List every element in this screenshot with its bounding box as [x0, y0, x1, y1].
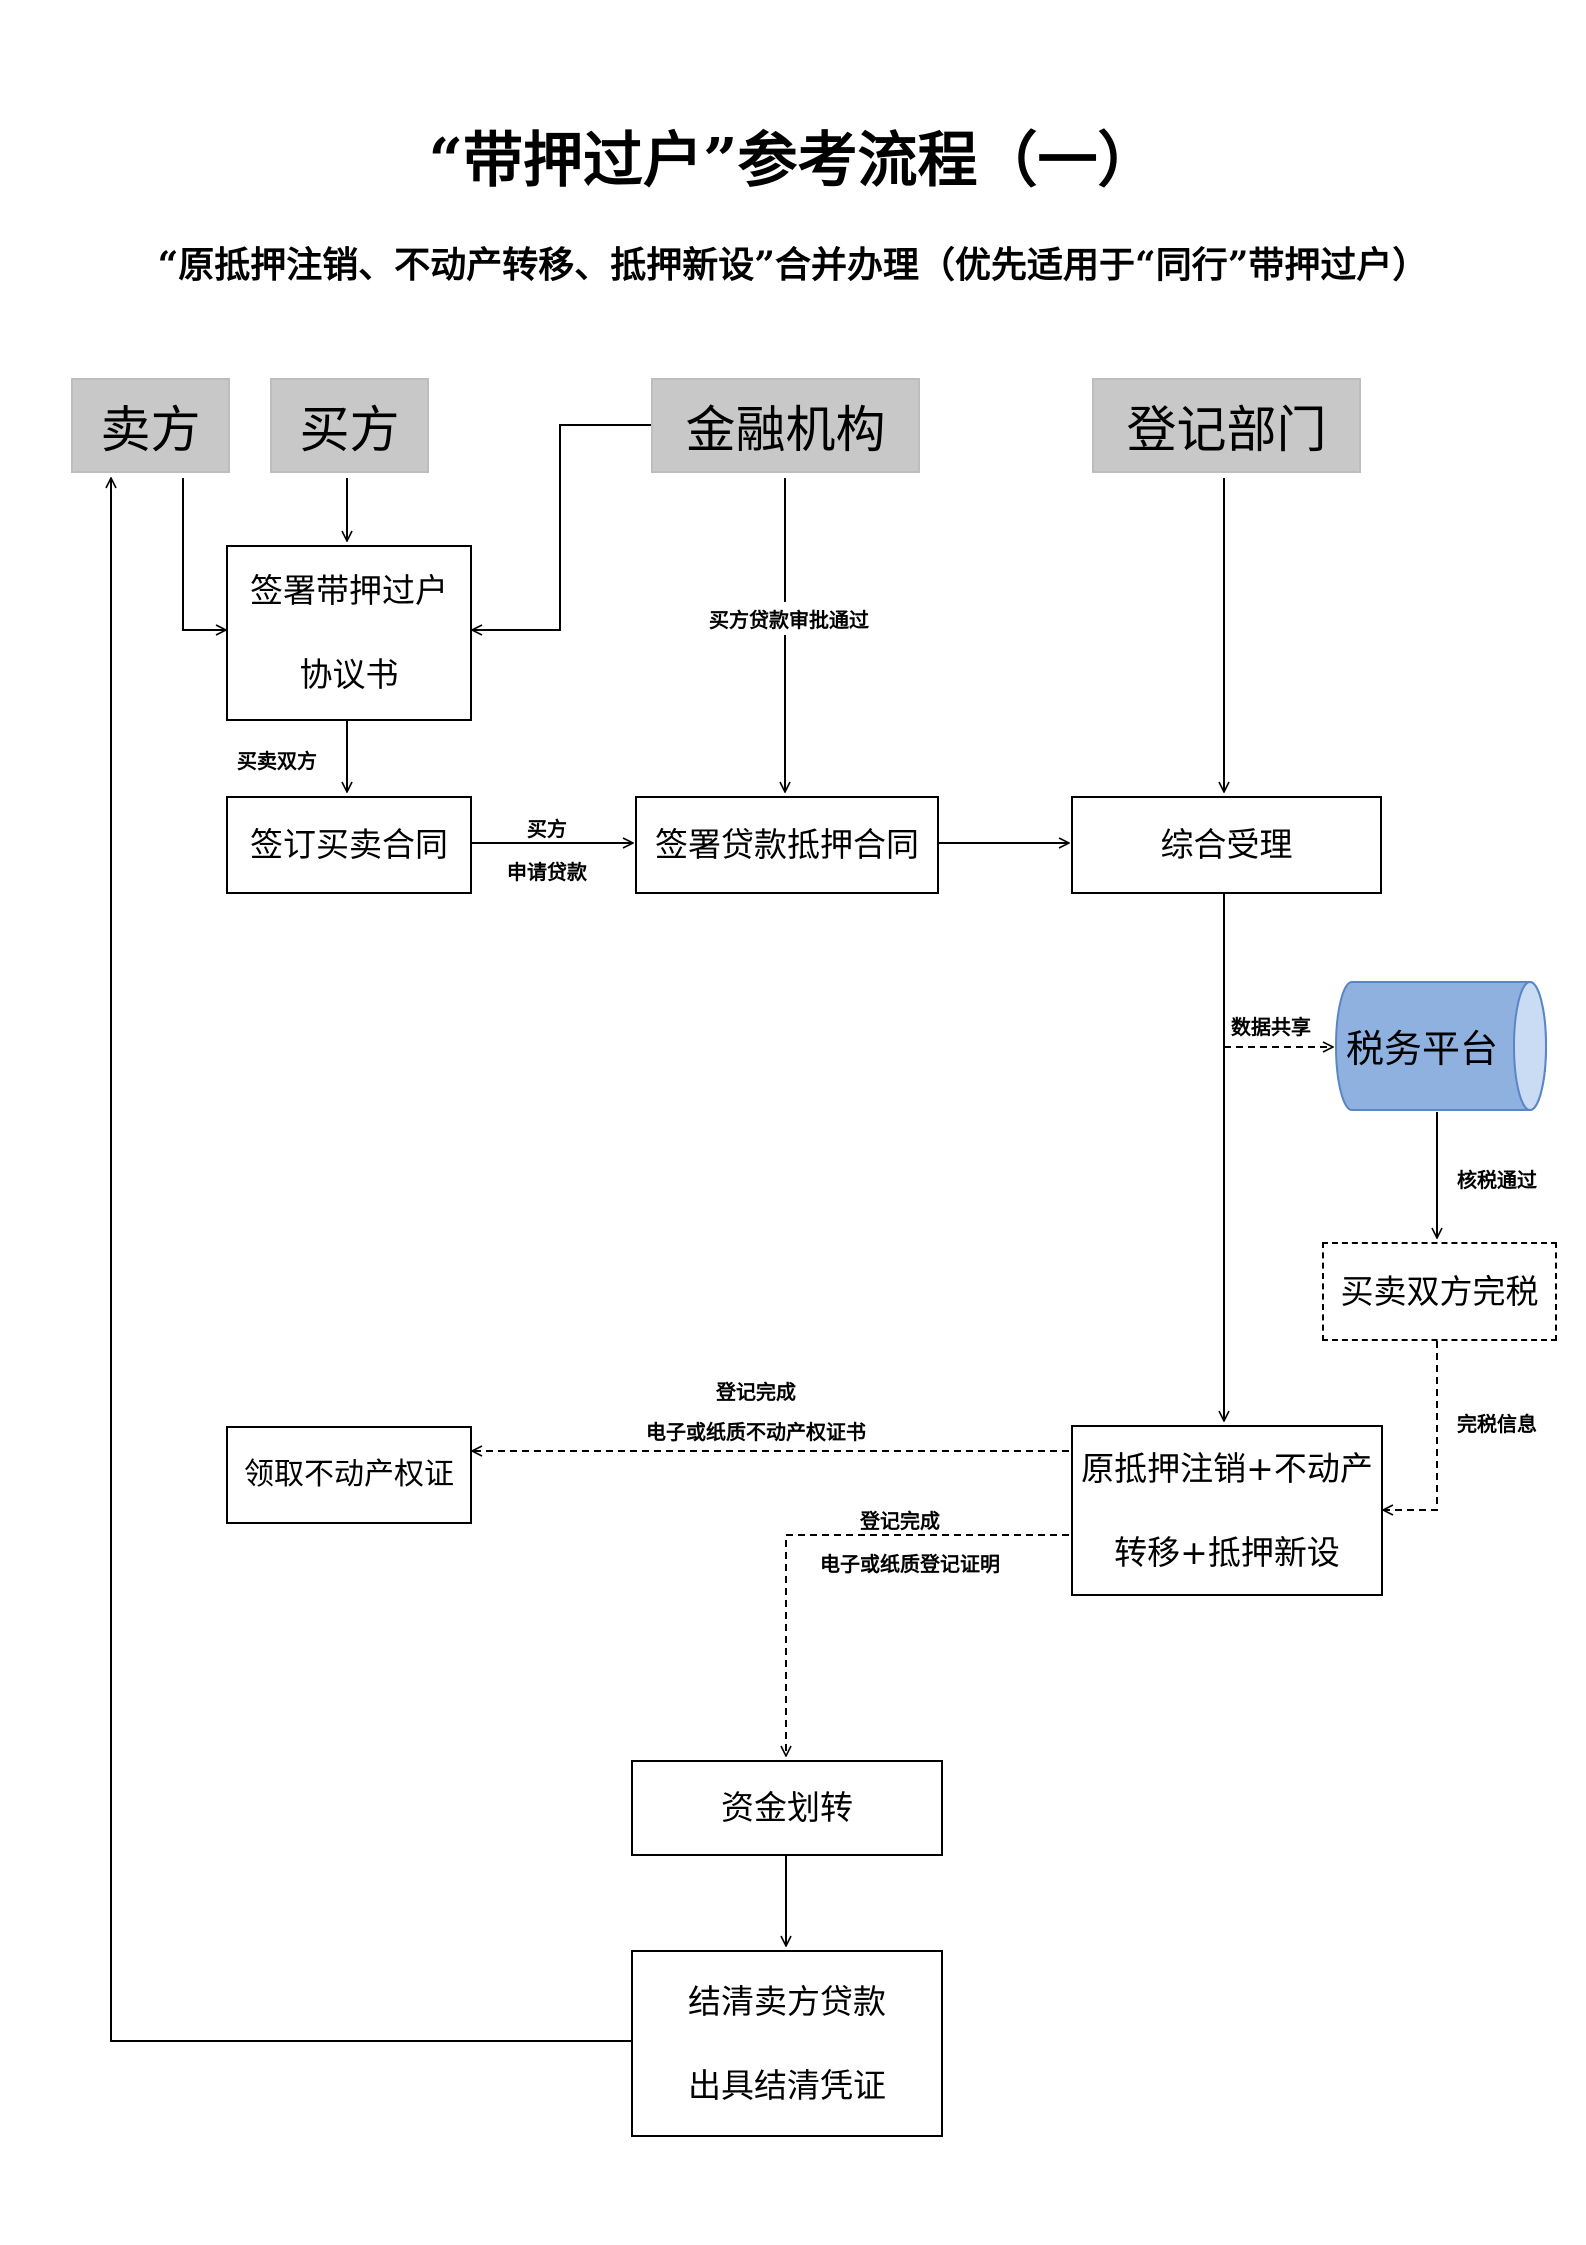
- page-title: “带押过户”参考流程（一）: [428, 126, 1158, 196]
- label-tax-info: 完税信息: [1457, 1412, 1537, 1436]
- step-settle-loan: 结清卖方贷款 出具结清凭证: [631, 1950, 943, 2137]
- actor-seller: 卖方: [71, 378, 230, 473]
- edge-tax-info: [1383, 1341, 1438, 1510]
- label-data-sharing: 数据共享: [1231, 1015, 1311, 1039]
- step-settle-line2: 出具结清凭证: [688, 2065, 886, 2105]
- label-both-parties: 买卖双方: [237, 749, 317, 773]
- label-reg-done-2: 登记完成: [860, 1509, 940, 1533]
- step-sign-agreement-line1: 签署带押过户: [250, 571, 448, 610]
- step-combined-registration: 原抵押注销+不动产 转移+抵押新设: [1071, 1425, 1383, 1596]
- actor-buyer: 买方: [270, 378, 429, 473]
- step-settle-line1: 结清卖方贷款: [688, 1981, 886, 2021]
- step-get-certificate: 领取不动产权证: [226, 1426, 472, 1524]
- edge-to-fund-transfer: [786, 1534, 1069, 1756]
- step-fund-transfer: 资金划转: [631, 1760, 943, 1856]
- step-sign-loan-contract: 签署贷款抵押合同: [635, 796, 939, 894]
- edge-settle-to-seller: [111, 478, 631, 2042]
- page-subtitle: “原抵押注销、不动产转移、抵押新设”合并办理（优先适用于“同行”带押过户）: [157, 244, 1429, 286]
- label-tax-approved: 核税通过: [1457, 1168, 1537, 1192]
- step-sign-sale-contract: 签订买卖合同: [226, 796, 472, 894]
- edge-seller-to-agreement: [182, 478, 226, 630]
- step-tax-payment: 买卖双方完税: [1322, 1242, 1557, 1341]
- step-comprehensive-acceptance: 综合受理: [1071, 796, 1382, 894]
- step-sign-agreement: 签署带押过户 协议书: [226, 545, 472, 721]
- actor-bank: 金融机构: [651, 378, 920, 473]
- tax-platform-label: 税务平台: [1346, 1027, 1499, 1071]
- step-sign-agreement-line2: 协议书: [299, 655, 399, 694]
- edge-bank-to-agreement: [472, 424, 651, 630]
- step-combined-line1: 原抵押注销+不动产: [1081, 1448, 1373, 1488]
- label-reg-done-cert: 电子或纸质不动产权证书: [646, 1420, 866, 1444]
- tax-platform-cylinder: [1335, 981, 1547, 1111]
- label-buyer-apply-1: 买方: [527, 817, 567, 841]
- step-combined-line2: 转移+抵押新设: [1114, 1532, 1340, 1572]
- actor-registry: 登记部门: [1092, 378, 1361, 473]
- label-reg-done-proof: 电子或纸质登记证明: [820, 1552, 1000, 1576]
- label-reg-done-1: 登记完成: [716, 1380, 796, 1404]
- label-buyer-apply-2: 申请贷款: [507, 860, 587, 884]
- label-loan-approved: 买方贷款审批通过: [705, 602, 873, 635]
